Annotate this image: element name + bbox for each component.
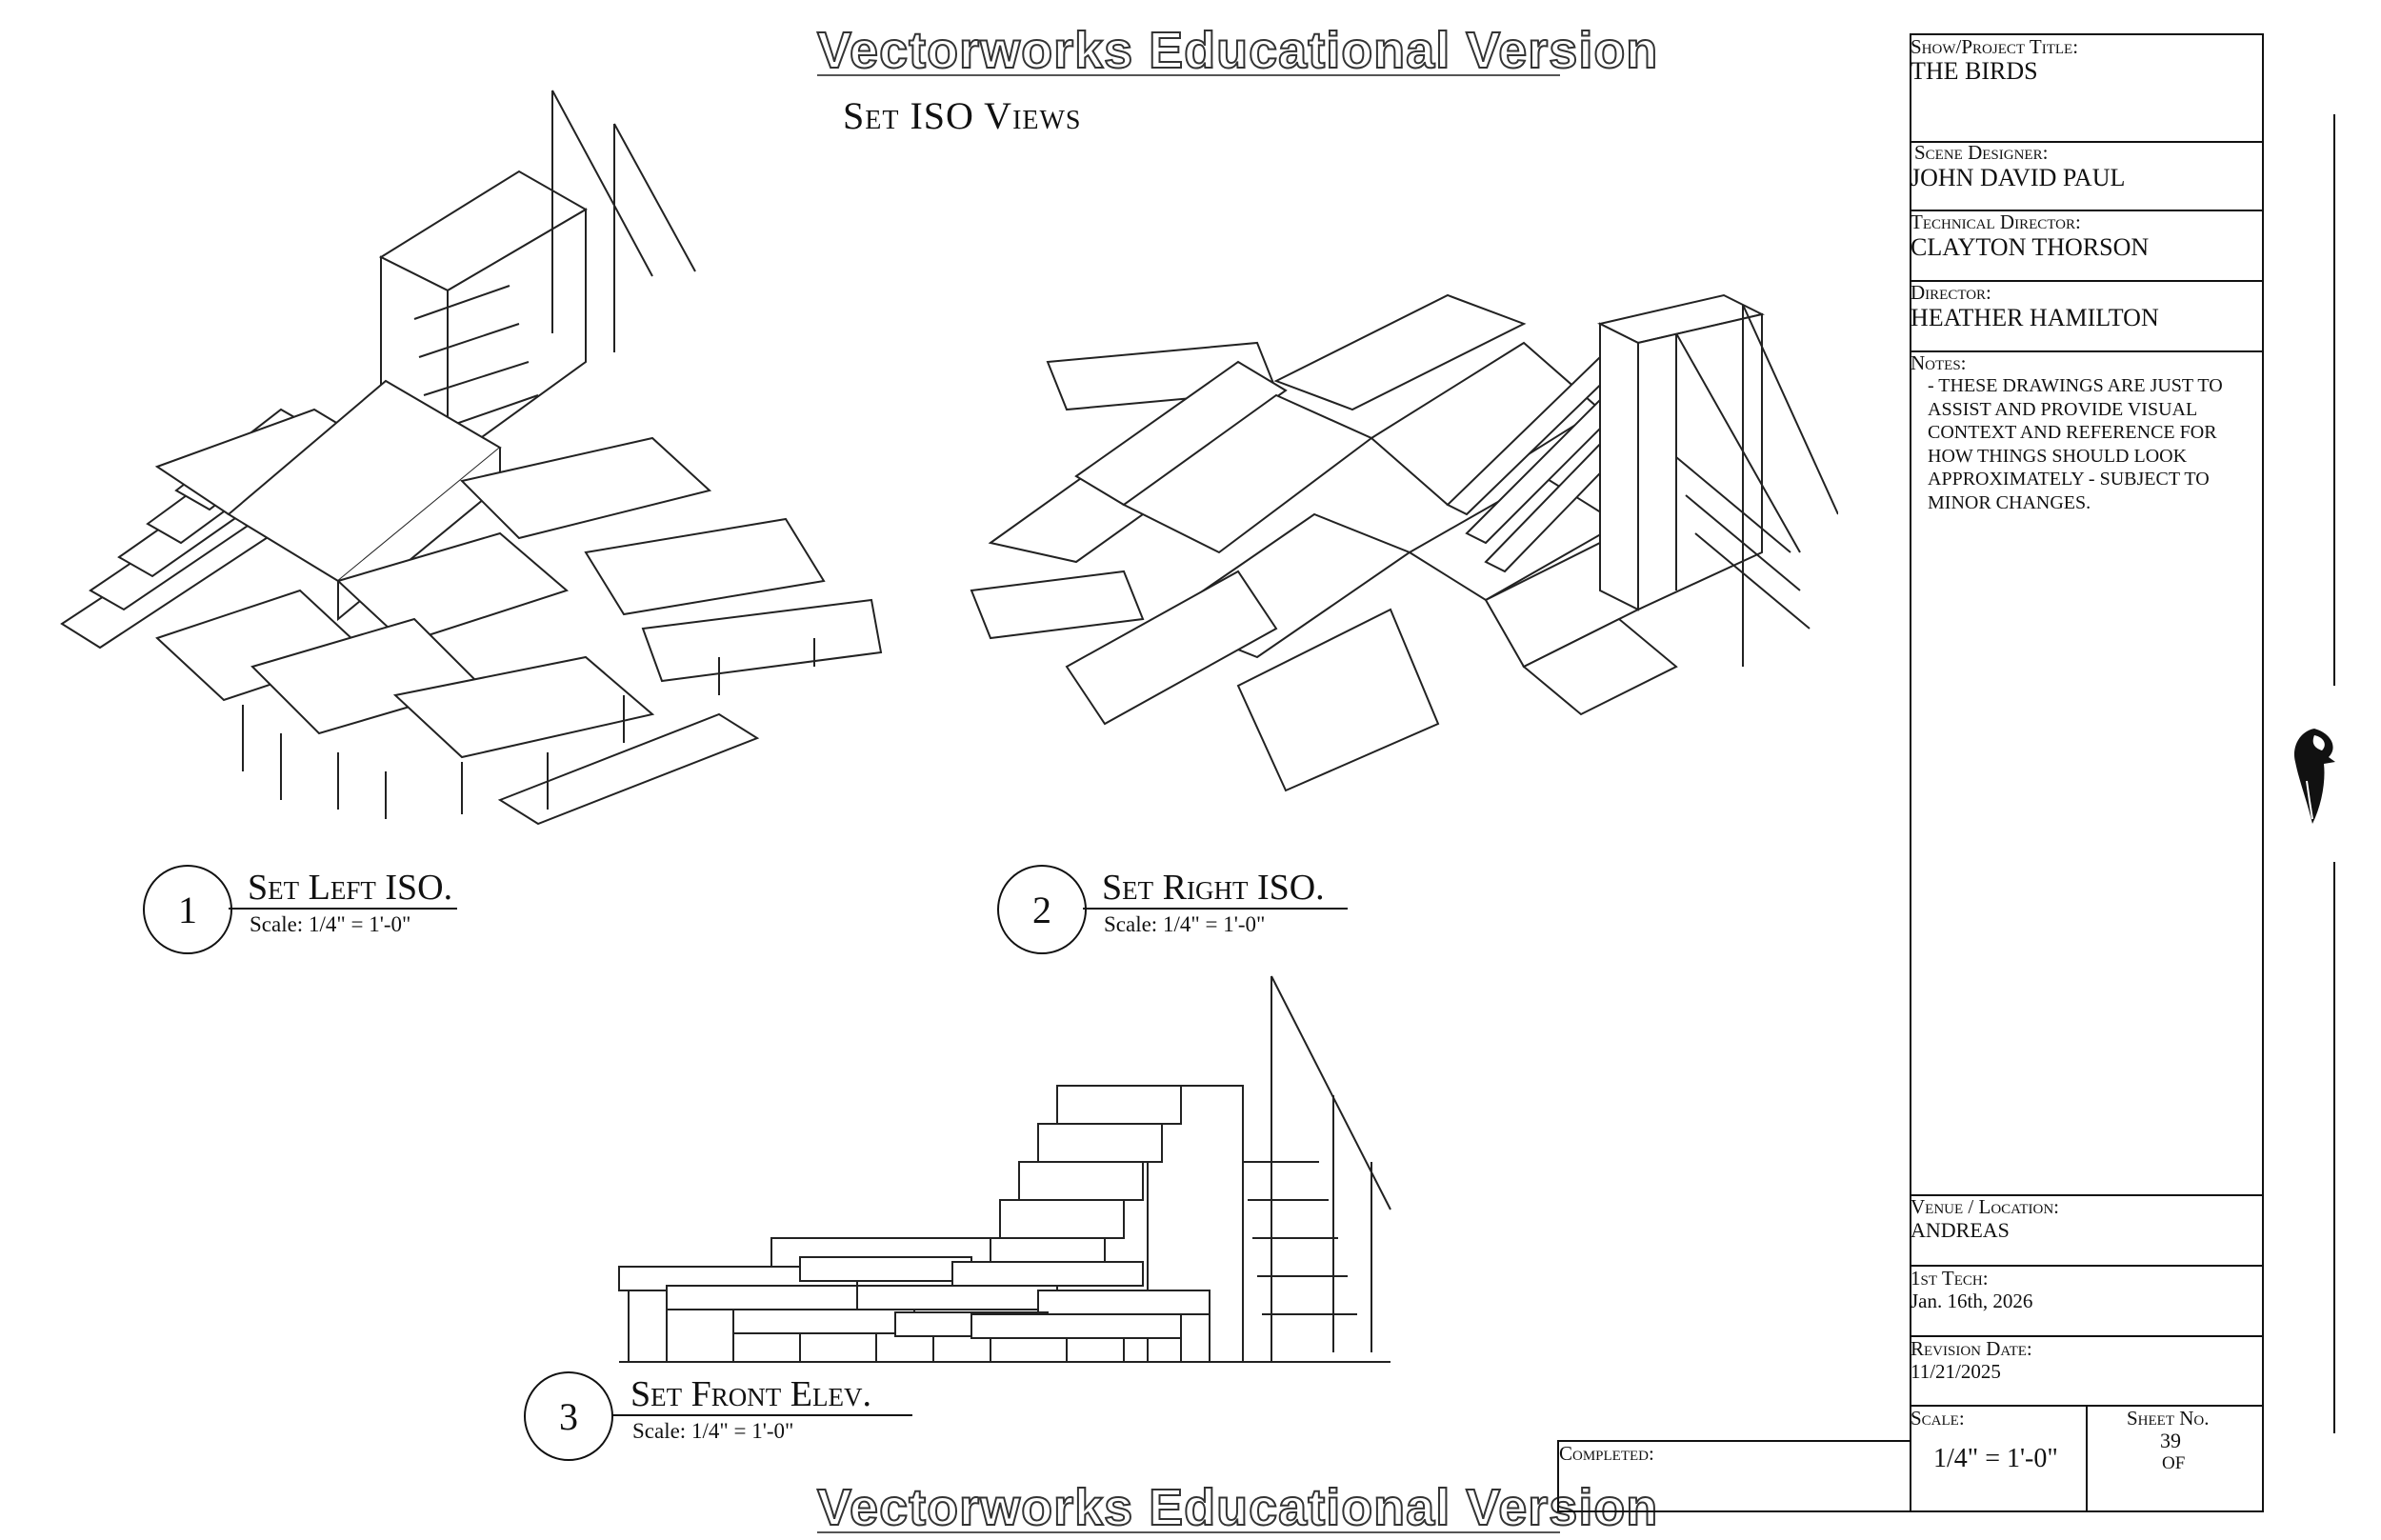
sheet-number-value: 39 [2160, 1429, 2181, 1452]
title-block-divider [1910, 141, 2264, 143]
completed-box [1557, 1440, 1911, 1512]
set-right-iso-drawing [970, 293, 1838, 792]
view-1-title: Set Left ISO. [248, 868, 453, 908]
watermark-bottom: Vectorworks Educational Version [816, 1478, 1659, 1537]
view-3-number: 3 [524, 1371, 613, 1461]
set-front-elev-drawing [618, 975, 1391, 1363]
title-block-divider [1910, 280, 2264, 282]
view-3-scale: Scale: 1/4" = 1'-0" [632, 1419, 794, 1443]
view-1-number: 1 [143, 865, 232, 954]
view-2-rule [1083, 908, 1348, 910]
title-block-divider [1910, 1265, 2264, 1267]
sheet-of-label: OF [2162, 1453, 2186, 1473]
bird-logo-icon [2293, 729, 2335, 824]
technical-director-label: Technical Director: [1911, 210, 2081, 233]
view-2-number: 2 [997, 865, 1087, 954]
view-2-title: Set Right ISO. [1102, 868, 1325, 908]
title-block-divider [1910, 210, 2264, 211]
revision-date-value: 11/21/2025 [1911, 1360, 2001, 1383]
scene-designer-value: JOHN DAVID PAUL [1911, 164, 2126, 191]
watermark-bottom-underline [817, 1531, 1560, 1533]
completed-label: Completed: [1559, 1442, 1654, 1465]
sheet-title: Set ISO Views [843, 94, 1082, 137]
sheet-number-label: Sheet No. [2127, 1407, 2210, 1430]
show-title-label: Show/Project Title: [1911, 35, 2079, 58]
view-1-scale: Scale: 1/4" = 1'-0" [250, 912, 411, 936]
director-value: HEATHER HAMILTON [1911, 304, 2159, 331]
view-2-scale: Scale: 1/4" = 1'-0" [1104, 912, 1266, 936]
watermark-top-underline [817, 74, 1560, 76]
technical-director-value: CLAYTON THORSON [1911, 233, 2150, 261]
view-1-rule [229, 908, 457, 910]
notes-value: - THESE DRAWINGS ARE JUST TO ASSIST AND … [1928, 375, 2223, 513]
director-label: Director: [1911, 281, 1991, 304]
revision-date-label: Revision Date: [1911, 1337, 2032, 1360]
venue-label: Venue / Location: [1911, 1195, 2059, 1218]
first-tech-label: 1st Tech: [1911, 1267, 1989, 1290]
side-rule-left-bottom [2333, 862, 2335, 1433]
side-rule-left-top [2333, 114, 2335, 686]
scale-value: 1/4" = 1'-0" [1933, 1444, 2058, 1473]
set-left-iso-drawing [60, 90, 883, 826]
view-3-rule [612, 1414, 912, 1416]
show-title-value: THE BIRDS [1911, 57, 2038, 85]
venue-value: ANDREAS [1911, 1218, 2010, 1242]
scale-label: Scale: [1911, 1407, 1965, 1430]
watermark-top: Vectorworks Educational Version [816, 21, 1659, 80]
scene-designer-label: Scene Designer: [1914, 141, 2049, 164]
title-block-divider [2086, 1405, 2088, 1512]
first-tech-value: Jan. 16th, 2026 [1911, 1290, 2033, 1312]
title-block-divider [1910, 350, 2264, 352]
title-block-divider [1910, 1335, 2264, 1337]
title-block-divider [1910, 1194, 2264, 1196]
notes-label: Notes: [1911, 351, 1967, 374]
view-3-title: Set Front Elev. [630, 1374, 871, 1414]
